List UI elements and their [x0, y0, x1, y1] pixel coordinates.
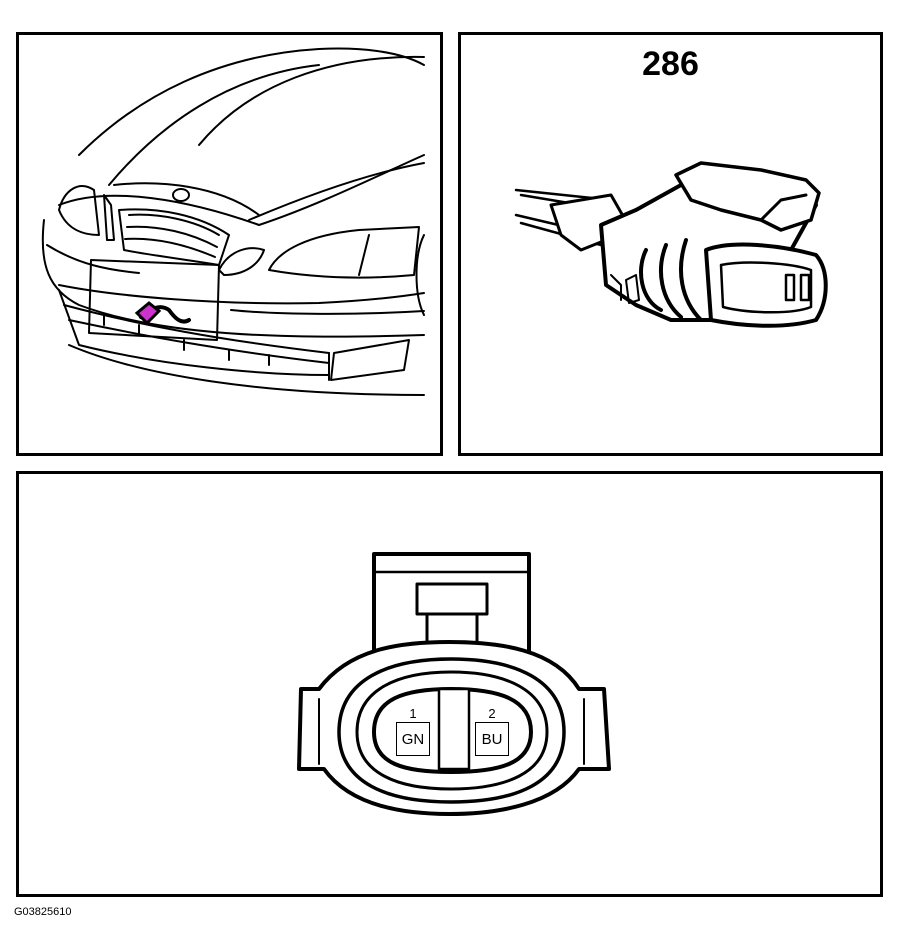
pin-2-number: 2 [488, 706, 496, 721]
connector-number: 286 [642, 45, 699, 83]
connector-perspective-drawing [514, 161, 828, 328]
pin-1-wire-color: GN [396, 722, 430, 756]
vehicle-front-drawing [41, 47, 425, 396]
connector-face-drawing [297, 552, 611, 816]
pin-2-wire-color: BU [475, 722, 509, 756]
connector-view-panel: 286 [458, 32, 883, 456]
connector-face-panel: 1 GN 2 BU [16, 471, 883, 897]
pin-1-number: 1 [409, 706, 417, 721]
vehicle-location-panel [16, 32, 443, 456]
figure-code: G03825610 [14, 906, 72, 918]
